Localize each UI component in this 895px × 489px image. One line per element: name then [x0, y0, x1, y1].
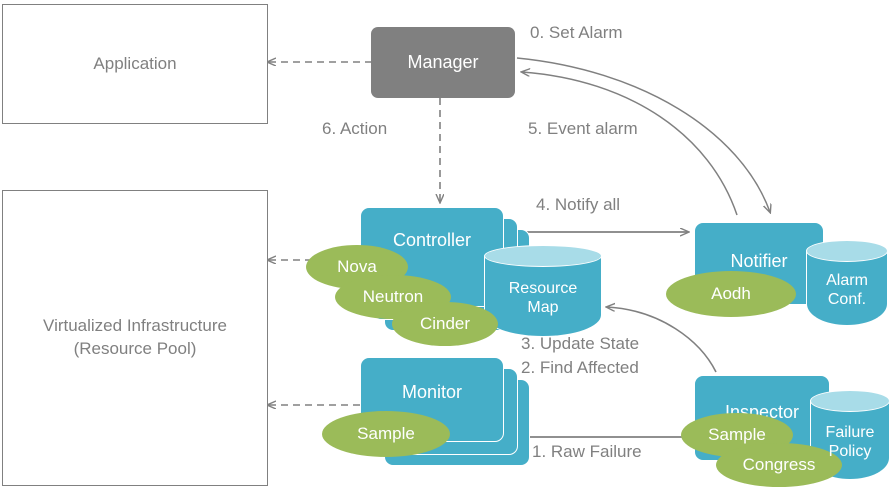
infrastructure-box[interactable]: Virtualized Infrastructure (Resource Poo… [2, 190, 268, 486]
cylinder-top [810, 390, 890, 412]
resource-map-line1: Resource [508, 279, 578, 297]
edge-label-update-state: 3. Update State [521, 334, 640, 353]
alarm-conf-cylinder[interactable]: Alarm Conf. [806, 240, 888, 326]
infrastructure-label-line1: Virtualized Infrastructure [43, 316, 227, 336]
manager-label: Manager [407, 52, 479, 72]
project-ellipse-cinder[interactable]: Cinder [392, 302, 498, 346]
notifier-label: Notifier [730, 251, 788, 271]
resource-map-cylinder[interactable]: Resource Map [484, 245, 602, 337]
inspector-sample-label: Sample [708, 425, 766, 444]
alarm-conf-line1: Alarm [826, 271, 868, 289]
edge-label-find-affected: 2. Find Affected [521, 358, 639, 377]
project-ellipse-congress[interactable]: Congress [716, 443, 842, 487]
failure-policy-label: Failure Policy [810, 404, 890, 480]
cylinder-top [806, 240, 888, 262]
cylinder-body [484, 256, 602, 337]
aodh-label: Aodh [711, 284, 751, 303]
congress-label: Congress [742, 455, 816, 474]
resource-map-label: Resource Map [484, 259, 602, 337]
edge-label-raw-failure: 1. Raw Failure [532, 442, 642, 461]
cylinder-top [484, 245, 602, 267]
cylinder-body [806, 251, 888, 326]
edge-event-alarm [522, 72, 738, 216]
infrastructure-label-line2: (Resource Pool) [73, 339, 197, 358]
monitor-label: Monitor [401, 382, 463, 402]
application-label: Application [93, 53, 177, 73]
alarm-conf-label: Alarm Conf. [806, 254, 888, 326]
failure-policy-line1: Failure [825, 423, 875, 441]
controller-label: Controller [392, 230, 472, 250]
neutron-label: Neutron [362, 287, 424, 306]
edge-label-action: 6. Action [322, 119, 388, 138]
edge-label-set-alarm: 0. Set Alarm [530, 23, 623, 42]
failure-policy-line2: Policy [828, 443, 872, 460]
failure-policy-cylinder[interactable]: Failure Policy [810, 390, 890, 480]
cinder-label: Cinder [419, 314, 471, 333]
nova-label: Nova [337, 257, 377, 276]
edge-label-notify-all: 4. Notify all [536, 195, 621, 214]
project-ellipse-aodh[interactable]: Aodh [666, 271, 796, 317]
resource-map-line2: Map [527, 299, 559, 316]
edge-label-event-alarm: 5. Event alarm [528, 119, 638, 138]
monitor-sample-label: Sample [357, 424, 415, 443]
manager-box[interactable]: Manager [371, 27, 515, 98]
application-box[interactable]: Application [2, 4, 268, 124]
alarm-conf-line2: Conf. [827, 291, 867, 308]
project-ellipse-monitor-sample[interactable]: Sample [322, 411, 450, 457]
